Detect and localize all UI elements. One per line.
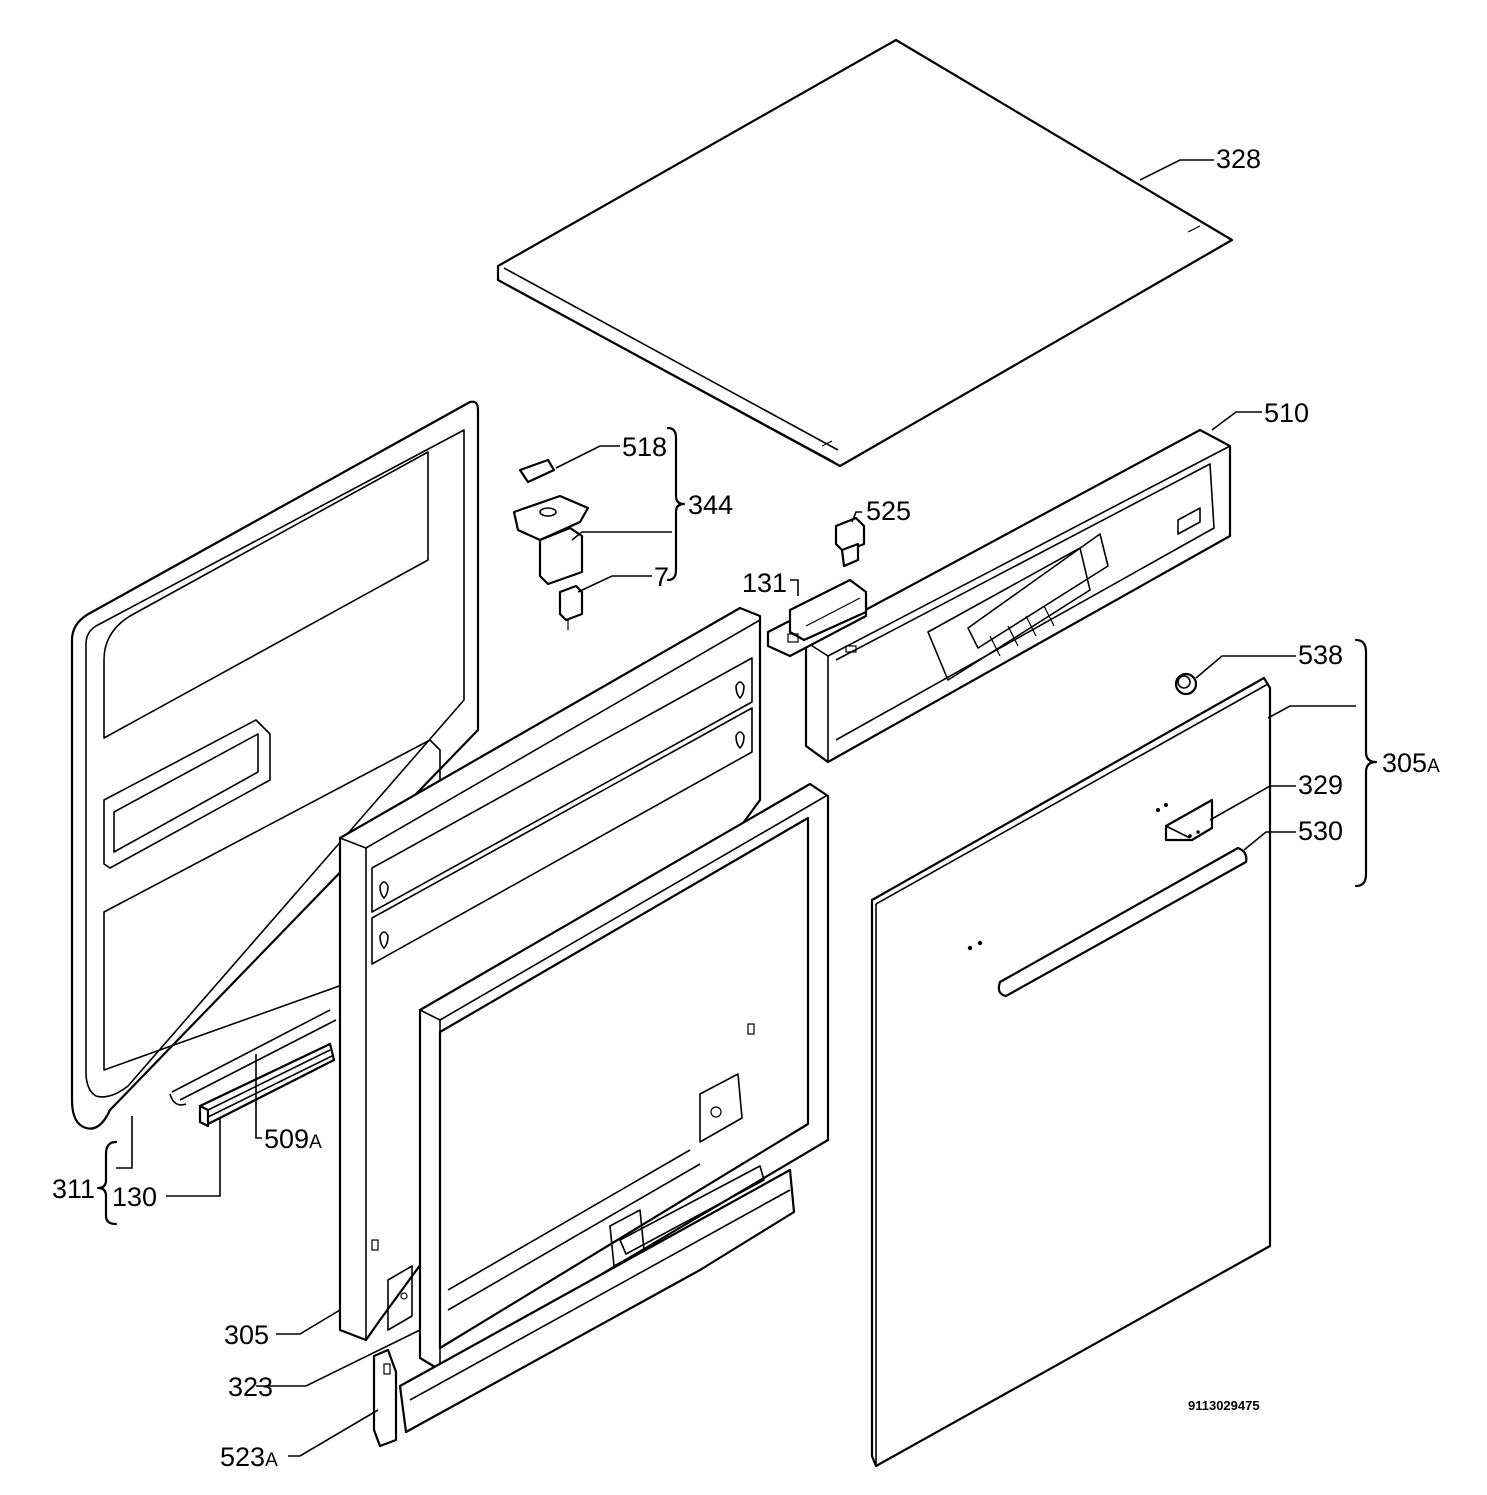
part-523a-bottom-rail — [372, 1165, 796, 1448]
part-329-bracket — [1164, 798, 1214, 842]
label-311: 311 — [52, 1174, 95, 1204]
part-323-inner-frame — [418, 782, 830, 1372]
label-323: 323 — [228, 1372, 273, 1402]
label-518: 518 — [622, 432, 667, 462]
label-130: 130 — [112, 1182, 157, 1212]
group-braces — [96, 426, 1378, 1226]
label-344: 344 — [688, 490, 733, 520]
label-530: 530 — [1298, 816, 1343, 846]
label-525: 525 — [866, 496, 911, 526]
brace-311 — [96, 1140, 118, 1226]
part-530-handle — [997, 846, 1248, 998]
label-305: 305 — [224, 1320, 269, 1350]
label-329: 329 — [1298, 770, 1343, 800]
part-labels: 328 510 518 344 7 525 131 538 305A 329 5… — [52, 144, 1440, 1472]
label-7: 7 — [654, 562, 669, 592]
part-131-switch — [766, 578, 868, 658]
part-344-door-lock — [512, 458, 590, 630]
part-510-control-panel — [804, 428, 1232, 764]
label-509a: 509A — [264, 1124, 322, 1154]
part-509a-130-seal-strip — [198, 1042, 336, 1128]
document-number: 9113029475 — [1188, 1398, 1260, 1413]
part-328-top-panel — [496, 38, 1234, 468]
brace-305a — [1354, 638, 1378, 888]
label-305a: 305A — [1382, 748, 1440, 778]
part-538-knob — [1174, 672, 1198, 696]
label-523a: 523A — [220, 1442, 278, 1472]
label-328: 328 — [1216, 144, 1261, 174]
leader-lines — [116, 159, 1356, 1457]
part-311-inner-door-liner — [70, 400, 480, 1130]
label-538: 538 — [1298, 640, 1343, 670]
part-305a-decor-door — [870, 676, 1272, 1468]
label-510: 510 — [1264, 398, 1309, 428]
part-525-button — [834, 516, 866, 568]
label-131: 131 — [742, 568, 787, 598]
brace-344 — [666, 426, 686, 582]
